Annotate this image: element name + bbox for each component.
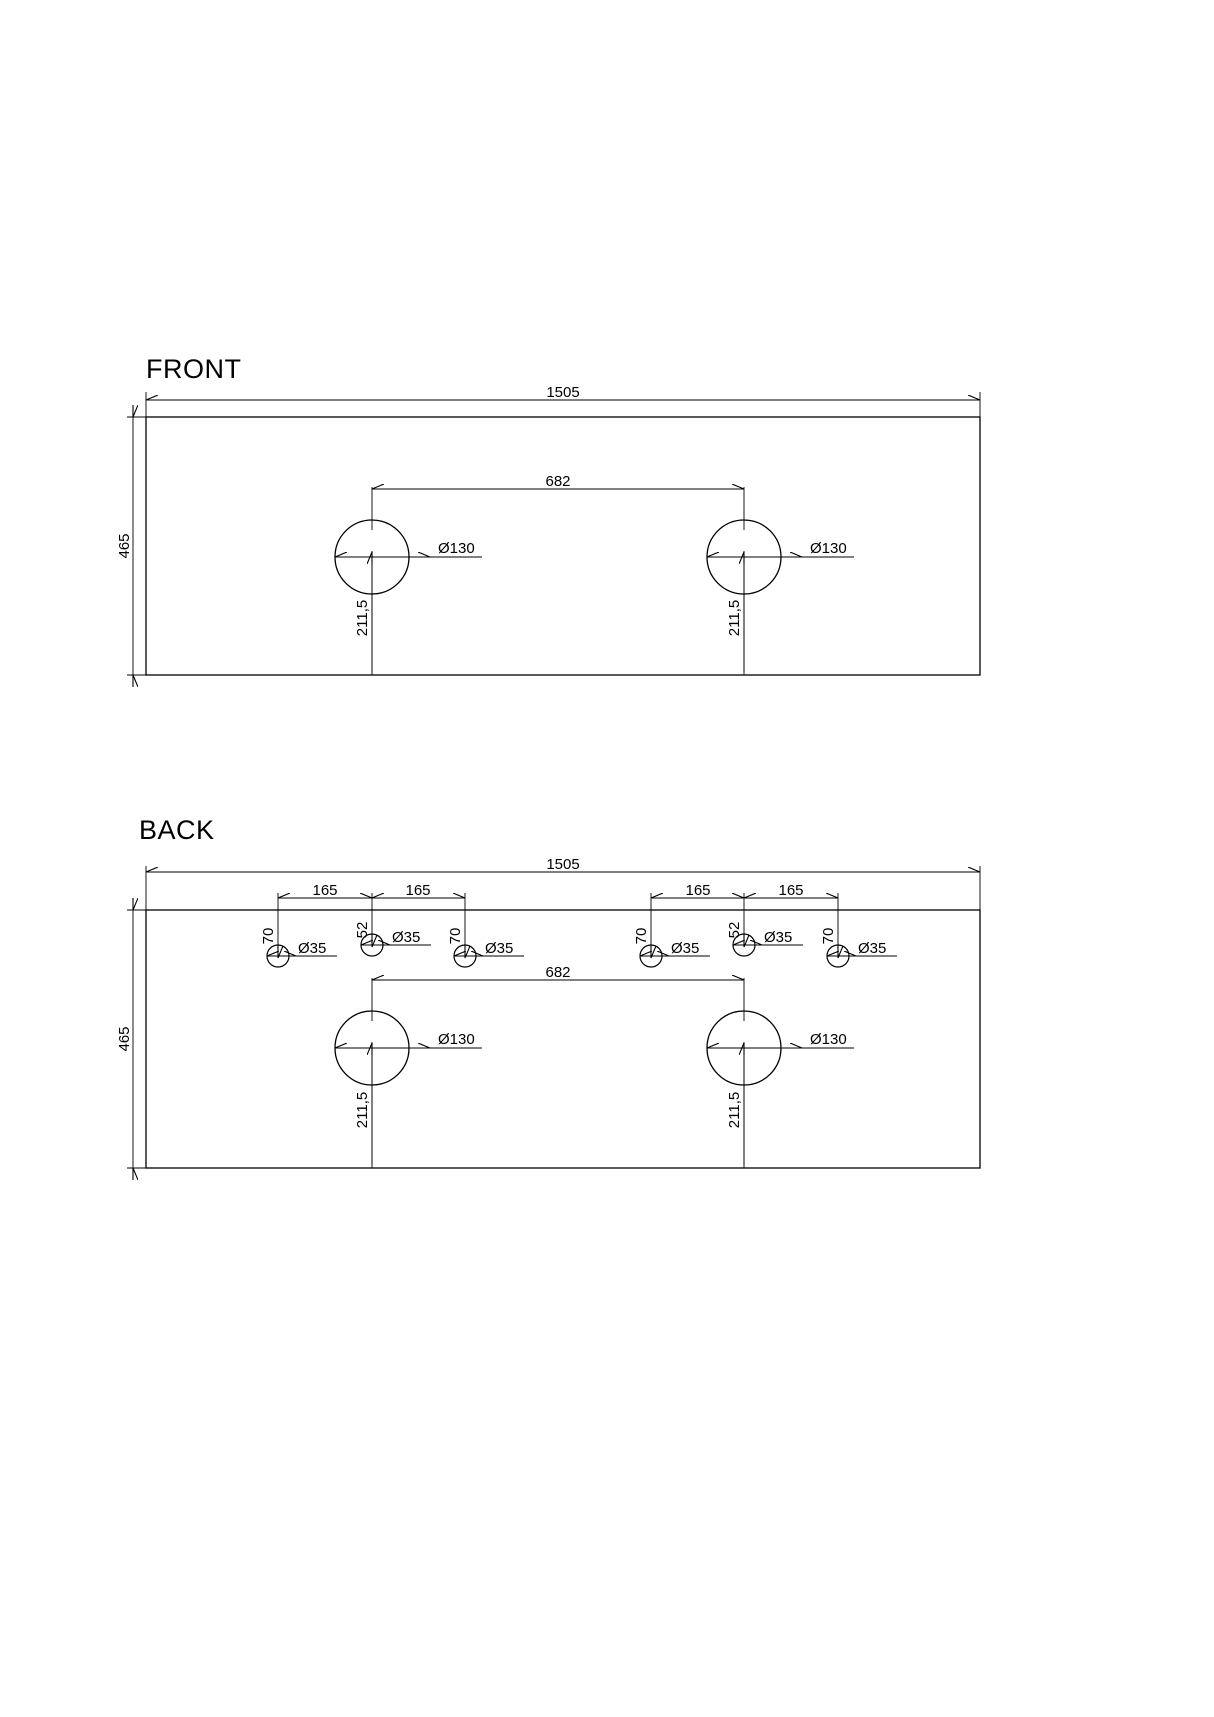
back-tap-hole-2 (360, 910, 431, 957)
back-tap-diameter-label-5: Ø35 (764, 929, 792, 946)
back-tap-offset-label-3: 70 (447, 928, 464, 945)
back-basin-hole-left (334, 1010, 482, 1168)
front-view-group: 1505 465 682 Ø130 211,5 Ø130 211,5 (116, 384, 981, 676)
front-basin-hole-left (334, 519, 482, 675)
front-view-title: FRONT (146, 354, 242, 384)
back-depth-label: 465 (116, 1026, 133, 1051)
front-center-spacing-dimension (371, 487, 745, 530)
back-tap-hole-group-left (266, 893, 524, 968)
back-tap-offset-label-4: 70 (633, 928, 650, 945)
back-tap-hole-5 (732, 910, 803, 957)
back-tap-diameter-label-1: Ø35 (298, 940, 326, 957)
back-basin-hole-right (706, 1010, 854, 1168)
back-tap-spacing-label-2: 165 (405, 882, 430, 899)
back-tap-offset-label-5: 52 (726, 922, 743, 939)
back-basin-left-offset-label: 211,5 (354, 1092, 371, 1128)
front-depth-dimension (127, 417, 146, 675)
front-center-spacing-label: 682 (545, 473, 570, 490)
front-basin-left-diameter-label: Ø130 (438, 540, 475, 557)
back-center-spacing-dimension (371, 978, 745, 1021)
front-basin-right-diameter-label: Ø130 (810, 540, 847, 557)
back-tap-hole-1 (266, 910, 337, 968)
back-tap-diameter-label-2: Ø35 (392, 929, 420, 946)
back-tap-spacing-label-3: 165 (685, 882, 710, 899)
back-tap-spacing-label-1: 165 (312, 882, 337, 899)
back-tap-hole-group-right (639, 893, 897, 968)
front-basin-right-offset-label: 211,5 (726, 600, 743, 636)
back-tap-hole-6 (826, 910, 897, 968)
front-slab-outline (145, 416, 981, 676)
front-width-label: 1505 (546, 384, 579, 401)
back-basin-right-diameter-label: Ø130 (810, 1031, 847, 1048)
back-width-dimension (145, 866, 981, 910)
back-view-title: BACK (139, 815, 215, 845)
back-tap-offset-label-2: 52 (354, 922, 371, 939)
back-slab-outline (145, 909, 981, 1169)
back-depth-dimension (127, 910, 146, 1168)
back-tap-hole-4 (639, 910, 710, 968)
back-tap-offset-label-6: 70 (820, 928, 837, 945)
front-depth-label: 465 (116, 533, 133, 558)
front-basin-hole-right (706, 519, 854, 675)
back-tap-spacing-label-4: 165 (778, 882, 803, 899)
back-center-spacing-label: 682 (545, 964, 570, 981)
back-width-label: 1505 (546, 856, 579, 873)
back-tap-diameter-label-4: Ø35 (671, 940, 699, 957)
back-tap-diameter-label-6: Ø35 (858, 940, 886, 957)
back-tap-diameter-label-3: Ø35 (485, 940, 513, 957)
back-tap-hole-3 (453, 910, 524, 968)
back-basin-left-diameter-label: Ø130 (438, 1031, 475, 1048)
back-tap-offset-label-1: 70 (260, 928, 277, 945)
front-basin-left-offset-label: 211,5 (354, 600, 371, 636)
back-basin-right-offset-label: 211,5 (726, 1092, 743, 1128)
back-view-group: 1505 465 165 165 165 165 70 52 70 70 52 … (116, 856, 981, 1169)
front-width-dimension (145, 392, 981, 417)
